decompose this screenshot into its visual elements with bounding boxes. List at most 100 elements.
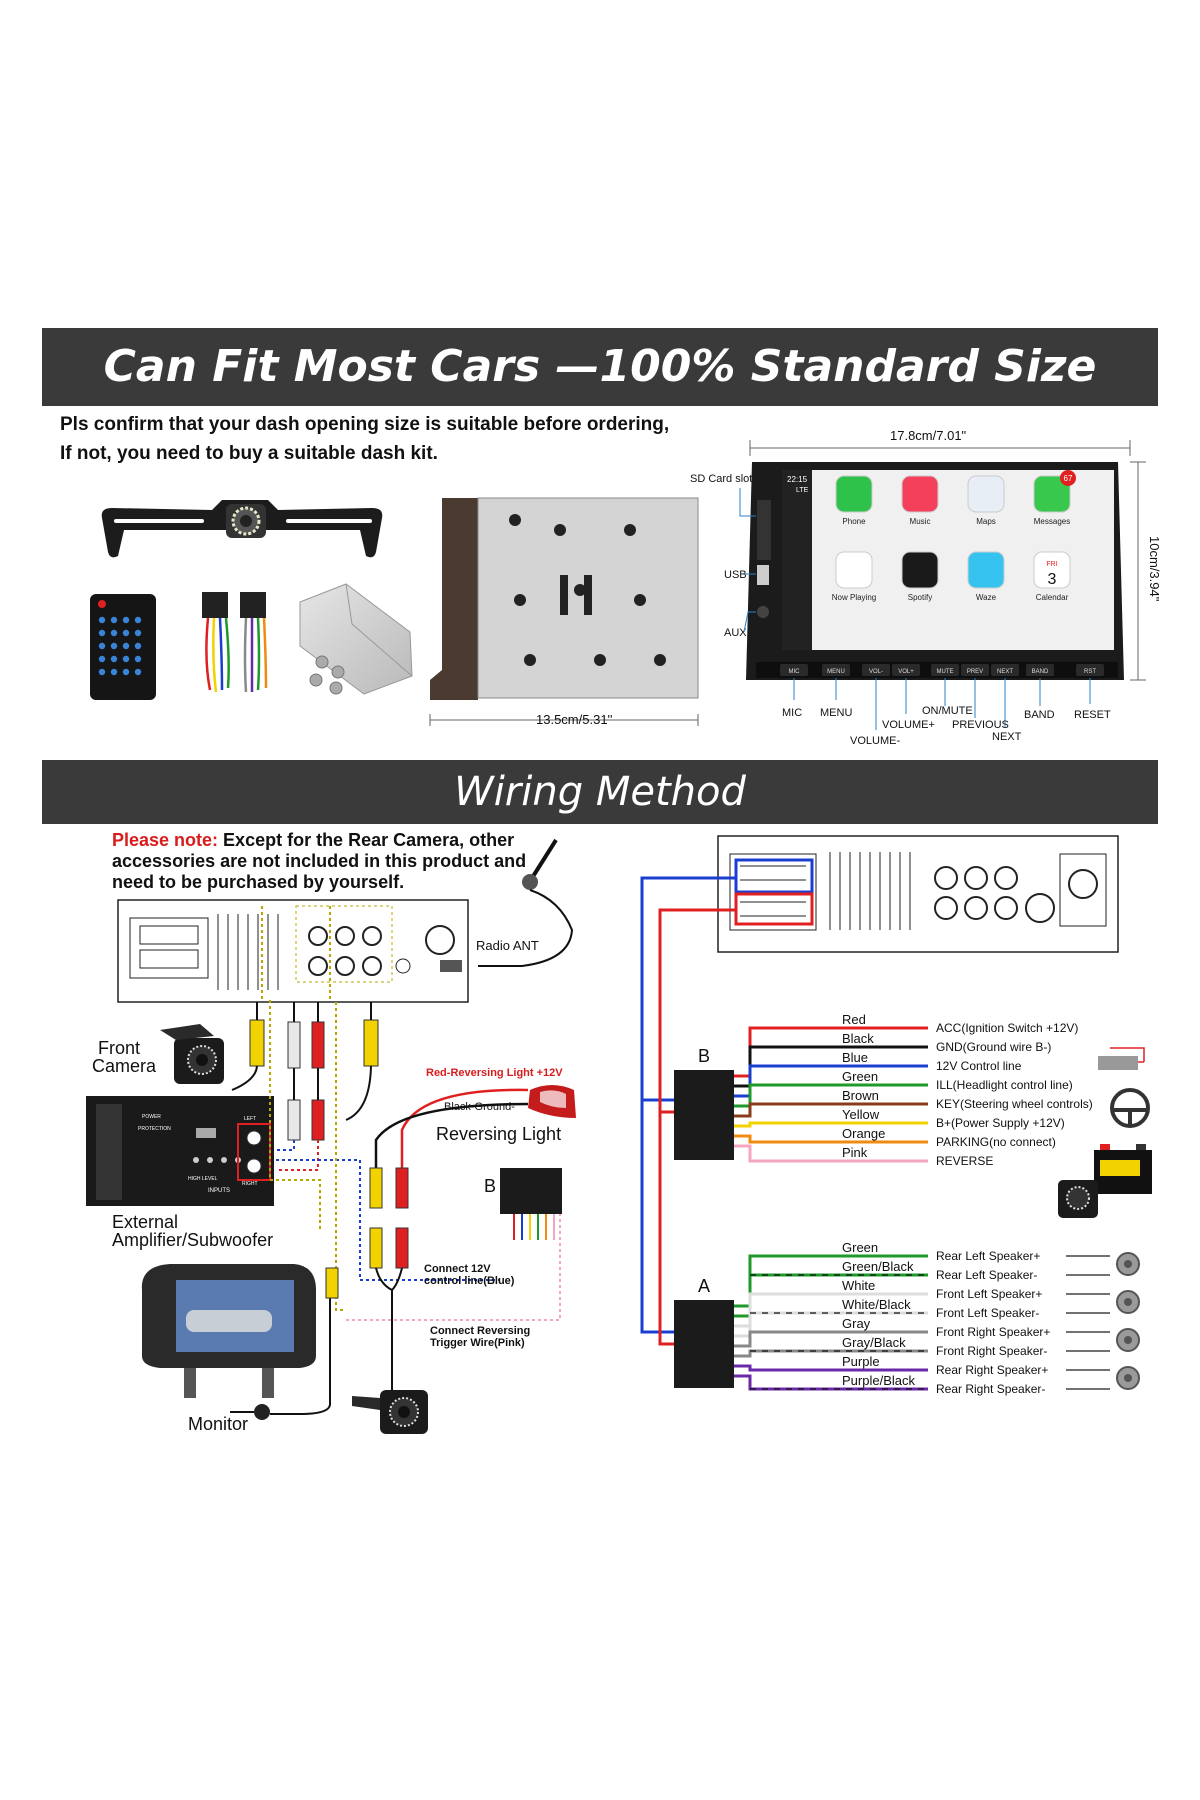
speaker-cone (1124, 1298, 1132, 1306)
wire-green (734, 1083, 928, 1108)
rear-camera-right (1058, 1180, 1098, 1218)
depth-dimension: 13.5cm/5.31'' (536, 712, 613, 727)
messages-badge-count: 67 (1064, 474, 1073, 483)
connect-12v-label-2: control line(Blue) (424, 1275, 515, 1287)
band-callout: BAND (1024, 709, 1055, 721)
on-mute-callout: ON/MUTE (922, 705, 973, 717)
wire-function-label: ACC(Ignition Switch +12V) (936, 1021, 1078, 1035)
amp-protection-label: PROTECTION (138, 1126, 171, 1132)
panel-button-next[interactable] (991, 664, 1019, 676)
app-now-playing-icon[interactable] (835, 551, 873, 589)
wire-purple (734, 1364, 928, 1372)
menu-callout: MENU (820, 707, 852, 719)
wire-function-label: KEY(Steering wheel controls) (936, 1097, 1093, 1111)
app-label: Music (910, 517, 931, 526)
amp-label-2: Amplifier/Subwoofer (112, 1230, 273, 1250)
wire-red (734, 1026, 928, 1078)
wire-pink (734, 1144, 928, 1163)
speaker-cone (1124, 1336, 1132, 1344)
wire-gray-black (734, 1349, 928, 1358)
reversing-light: Red-Reversing Light +12V Black-Ground- R… (369, 1067, 576, 1269)
battery-icon (1094, 1144, 1152, 1194)
wire-color-label: Orange (842, 1126, 885, 1141)
panel-button-label: VOL- (869, 669, 883, 675)
app-messages-icon[interactable] (1033, 475, 1071, 513)
panel-button-mic[interactable] (780, 664, 808, 676)
radio-ant-label: Radio ANT (476, 938, 539, 953)
wire-function-label: 12V Control line (936, 1059, 1022, 1073)
panel-button-mute[interactable] (931, 664, 959, 676)
wiring-harness-cables (202, 592, 268, 693)
head-unit-rear-left (117, 899, 469, 1003)
app-spotify-icon[interactable] (901, 551, 939, 589)
wire-color-label: Red (842, 1012, 866, 1027)
panel-button-label: RST (1084, 669, 1096, 675)
wire-yellow (734, 1121, 928, 1128)
next-callout: NEXT (992, 731, 1022, 743)
black-ground-label: Black-Ground- (444, 1101, 515, 1113)
calendar-day: FRI (1046, 561, 1057, 568)
wire-function-label: Front Right Speaker- (936, 1344, 1047, 1358)
messages-badge (1060, 470, 1076, 486)
notice-line-1: Pls confirm that your dash opening size … (60, 414, 670, 435)
wire-function-label: Front Right Speaker+ (936, 1325, 1050, 1339)
amp-left-label: LEFT (244, 1116, 256, 1122)
wire-color-label: Gray/Black (842, 1335, 906, 1350)
app-waze-icon[interactable] (967, 551, 1005, 589)
panel-button-prev[interactable] (961, 664, 989, 676)
notice-line-2: If not, you need to buy a suitable dash … (60, 443, 438, 464)
panel-button-label: PREV (967, 669, 983, 675)
harness-a-label: A (698, 1276, 710, 1296)
wire-color-label: White/Black (842, 1297, 911, 1312)
rear-camera-wire (375, 1267, 403, 1390)
dash-notice: Pls confirm that your dash opening size … (60, 410, 669, 468)
connection-dots (261, 906, 561, 1321)
app-maps-icon[interactable] (967, 475, 1005, 513)
wire-gray (734, 1330, 928, 1348)
banner-standard-size: Can Fit Most Cars —100% Standard Size (42, 328, 1158, 406)
wire-function-label: Rear Left Speaker+ (936, 1249, 1040, 1263)
panel-button-rst[interactable] (1076, 664, 1104, 676)
mic-callout: MIC (782, 707, 802, 719)
wiring-note: Please note: Except for the Rear Camera,… (112, 830, 572, 893)
app-phone-icon[interactable] (835, 475, 873, 513)
wire-color-label: Gray (842, 1316, 871, 1331)
amp-power-label: POWER (142, 1114, 161, 1120)
panel-button-menu[interactable] (822, 664, 850, 676)
wire-function-label: Rear Left Speaker- (936, 1268, 1037, 1282)
wire-color-label: Pink (842, 1145, 868, 1160)
radio-side-view: 13.5cm/5.31'' (429, 497, 699, 727)
front-camera: Front Camera (92, 1024, 224, 1084)
harness-b-label: B (698, 1046, 710, 1066)
wire-color-label: Purple (842, 1354, 880, 1369)
speaker-cone (1124, 1260, 1132, 1268)
external-amplifier: POWER PROTECTION HIGH LEVEL INPUTS LEFT … (86, 1096, 274, 1250)
wire-color-label: Green/Black (842, 1259, 914, 1274)
panel-button-band[interactable] (1026, 664, 1054, 676)
wire-white (734, 1292, 928, 1328)
red-reversing-label: Red-Reversing Light +12V (426, 1067, 563, 1079)
panel-button-vol[interactable] (862, 664, 890, 676)
status-time: 22:15 (787, 475, 808, 484)
app-label: Maps (976, 517, 996, 526)
connector-b-left-label: B (484, 1176, 496, 1196)
app-label: Now Playing (832, 593, 876, 602)
status-network: LTE (796, 487, 809, 494)
reversing-light-label: Reversing Light (436, 1124, 561, 1144)
license-plate-camera (101, 500, 383, 558)
speaker-cone (1124, 1374, 1132, 1382)
wire-function-label: REVERSE (936, 1154, 993, 1168)
headrest-monitor: Monitor (141, 1264, 339, 1434)
app-music-icon[interactable] (901, 475, 939, 513)
panel-button-vol[interactable] (892, 664, 920, 676)
app-calendar-icon[interactable] (1033, 551, 1071, 589)
connect-rev-label-1: Connect Reversing (430, 1325, 530, 1337)
aux-label: AUX (724, 627, 747, 639)
wire-function-label: GND(Ground wire B-) (936, 1040, 1051, 1054)
volume-minus-callout: VOLUME- (850, 735, 900, 747)
front-camera-label-2: Camera (92, 1056, 157, 1076)
wire-color-label: Brown (842, 1088, 879, 1103)
wiring-note-text: Except for the Rear Camera, other access… (112, 830, 527, 892)
